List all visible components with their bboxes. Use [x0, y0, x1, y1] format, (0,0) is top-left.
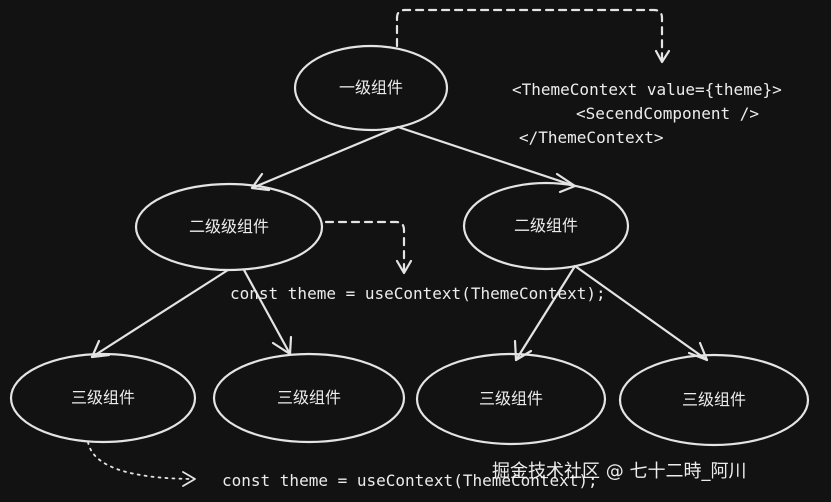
node-level3-1: 三级组件 — [9, 352, 197, 444]
node-level3-3: 三级组件 — [415, 352, 607, 446]
code-provider-child: <SecendComponent /> — [576, 104, 759, 123]
node-level2-right-label: 二级组件 — [514, 216, 578, 235]
code-use-context-level3: const theme = useContext(ThemeContext); — [222, 471, 598, 490]
node-level3-2-label: 三级组件 — [277, 388, 341, 407]
node-level3-2: 三级组件 — [212, 352, 406, 444]
node-level3-3-label: 三级组件 — [479, 389, 543, 408]
dashed-arrow-root-to-provider — [395, 8, 671, 64]
code-provider-close: </ThemeContext> — [519, 128, 664, 147]
watermark-text: 掘金技术社区 @ 七十二時_阿川 — [492, 461, 746, 482]
node-level3-1-label: 三级组件 — [71, 388, 135, 407]
edge-level2-right-to-level3-3 — [513, 264, 577, 362]
node-level2-right: 二级组件 — [462, 181, 630, 271]
node-level3-4: 三级组件 — [618, 353, 810, 447]
dotted-arrow-level3-to-usecontext — [87, 441, 196, 487]
edge-level2-left-to-level3-1 — [90, 268, 230, 359]
dashed-arrow-level2-to-usecontext — [324, 220, 413, 275]
edge-level2-right-to-level3-4 — [573, 264, 709, 362]
edge-root-to-level2-left — [250, 125, 400, 192]
node-level2-left-label: 二级级组件 — [189, 217, 269, 236]
code-provider-open: <ThemeContext value={theme}> — [512, 80, 782, 99]
edge-root-to-level2-right — [396, 125, 577, 194]
node-root: 一级组件 — [293, 44, 449, 132]
edge-level2-left-to-level3-2 — [242, 268, 293, 356]
node-level2-left: 二级级组件 — [134, 182, 324, 272]
code-use-context-level2: const theme = useContext(ThemeContext); — [230, 284, 606, 303]
node-root-label: 一级组件 — [339, 78, 403, 97]
node-level3-4-label: 三级组件 — [682, 390, 746, 409]
